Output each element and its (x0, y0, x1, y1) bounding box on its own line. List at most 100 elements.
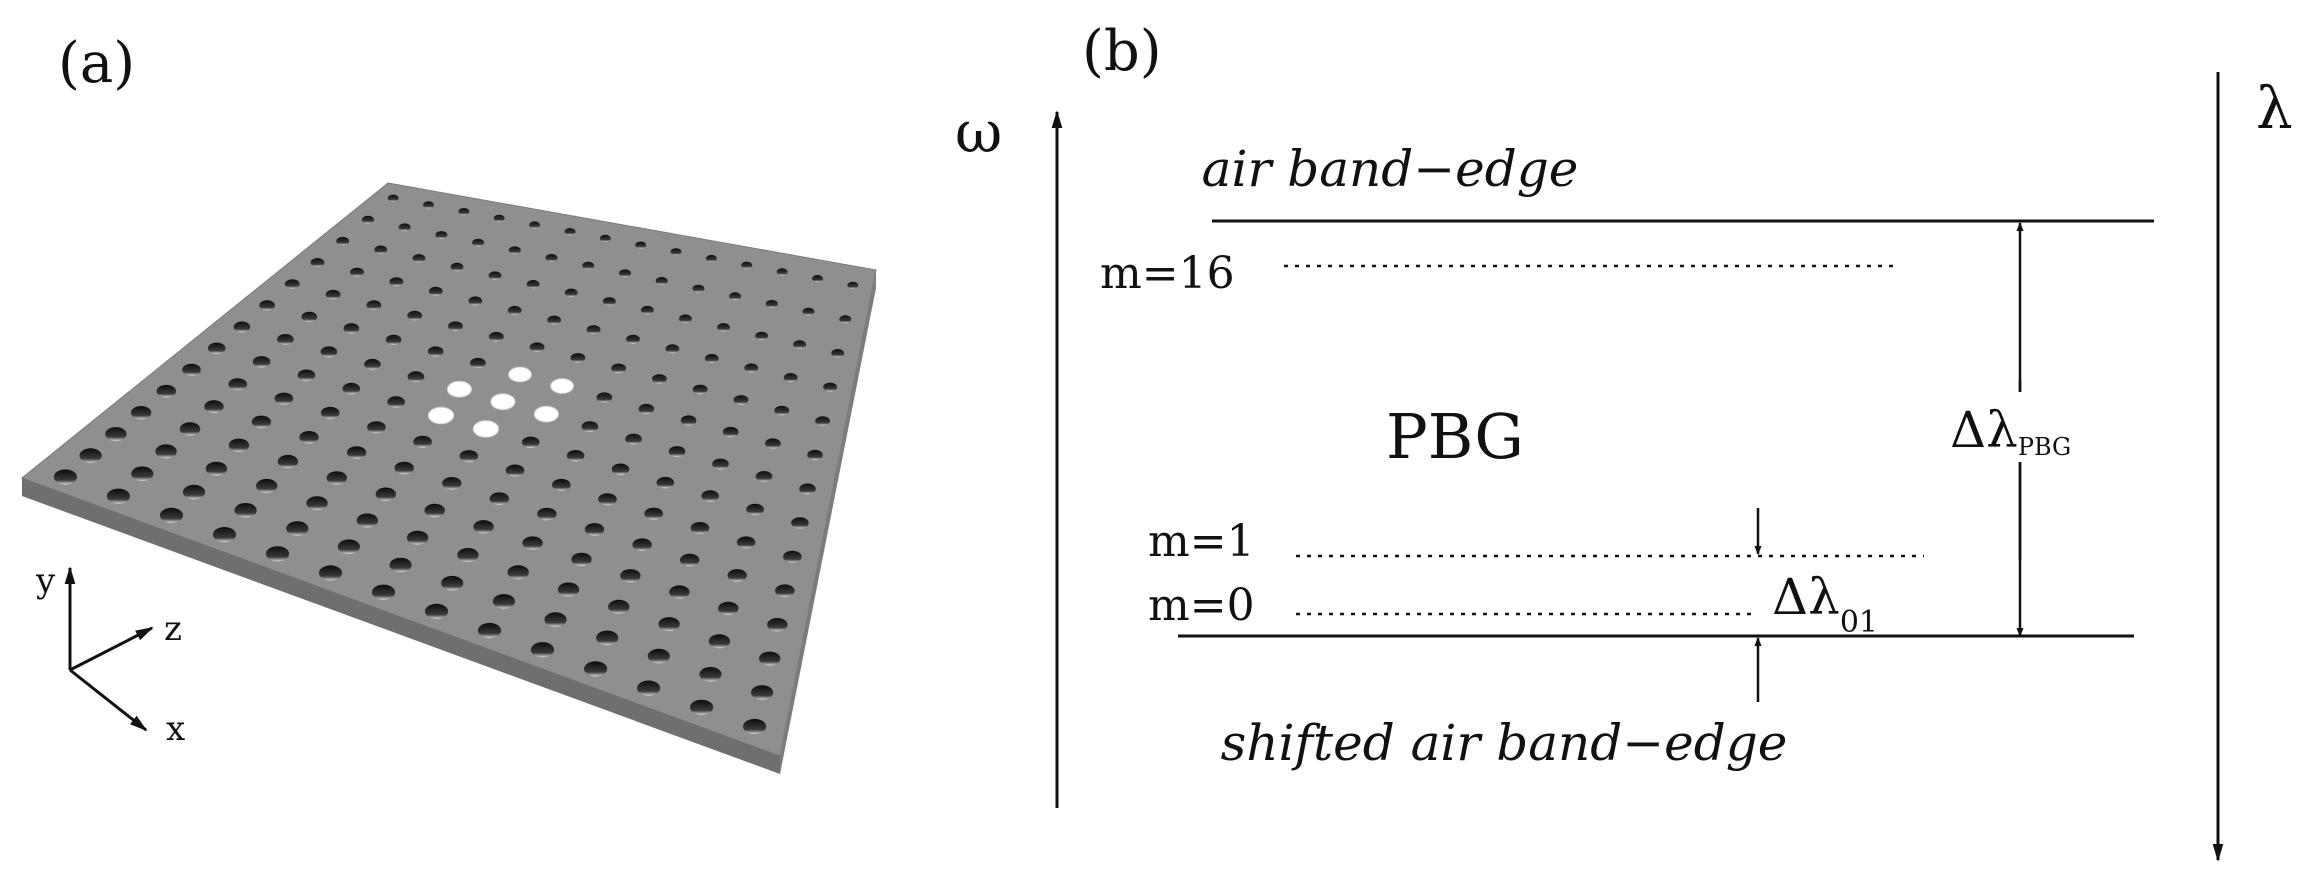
air-hole (182, 484, 206, 500)
air-hole (130, 406, 152, 420)
air-hole (252, 356, 271, 368)
air-hole (507, 305, 522, 315)
air-hole (79, 448, 102, 463)
air-hole (508, 246, 521, 255)
defect-hole (508, 366, 532, 383)
air-hole (374, 245, 388, 254)
air-hole (367, 421, 386, 434)
air-hole (470, 357, 486, 369)
defect-hole (550, 378, 574, 394)
air-hole (599, 234, 611, 242)
air-hole (705, 254, 717, 263)
air-hole (256, 478, 278, 493)
air-hole-lattice (53, 194, 859, 735)
air-hole (301, 311, 318, 322)
air-hole (207, 342, 226, 354)
air-hole (488, 331, 504, 342)
air-hole (564, 288, 578, 297)
air-hole (387, 194, 399, 202)
air-hole (619, 269, 631, 278)
air-hole (581, 421, 599, 432)
air-hole (552, 478, 571, 491)
air-hole (53, 469, 77, 485)
air-hole (598, 493, 617, 506)
z-axis-arrow (69, 626, 154, 672)
air-hole (492, 594, 515, 609)
air-hole (489, 492, 509, 506)
z-axis-label: z (164, 609, 182, 649)
air-hole (602, 297, 616, 306)
air-hole (277, 454, 299, 469)
air-hole (424, 503, 445, 518)
air-hole (259, 300, 275, 311)
air-hole (815, 416, 830, 426)
air-hole (640, 305, 654, 315)
air-hole (228, 438, 250, 452)
air-hole (459, 450, 479, 463)
air-hole (812, 275, 823, 283)
air-hole (356, 513, 378, 528)
air-hole (570, 353, 586, 363)
air-hole (106, 488, 130, 504)
air-hole (582, 261, 595, 270)
air-hole (566, 450, 585, 462)
defect-hole (446, 380, 472, 398)
air-hole (473, 520, 494, 534)
air-hole (472, 238, 485, 247)
air-hole (251, 415, 272, 429)
air-hole (234, 503, 257, 518)
air-hole (831, 349, 845, 358)
delta-lambda-pbg-label-bg (1942, 392, 2112, 462)
air-hole (765, 300, 778, 308)
air-hole (547, 315, 561, 325)
air-hole (325, 289, 341, 300)
air-hole (441, 575, 464, 591)
air-hole (751, 685, 774, 700)
shifted-air-band-edge-label: shifted air band−edge (1221, 714, 1788, 772)
air-hole (450, 262, 464, 272)
panel-b: (b) ω λ air band−edge m=16 PBG ΔλPBG m=1… (955, 19, 2293, 862)
air-hole (799, 483, 816, 495)
air-hole (375, 487, 396, 501)
air-hole (718, 601, 739, 616)
air-hole (584, 661, 608, 677)
air-hole (389, 277, 404, 287)
air-hole (783, 373, 798, 382)
air-hole (635, 241, 647, 249)
photonic-crystal-slab (20, 182, 877, 774)
air-hole (448, 321, 463, 332)
air-hole (423, 201, 434, 209)
air-hole (655, 277, 668, 285)
air-hole (701, 490, 719, 502)
air-hole (620, 569, 641, 583)
air-hole (658, 617, 680, 632)
air-hole (306, 496, 328, 511)
air-hole (337, 539, 360, 554)
air-hole (265, 546, 290, 562)
air-hole (727, 569, 747, 582)
air-hole (318, 565, 343, 581)
air-hole (427, 346, 444, 357)
air-hole (670, 248, 682, 256)
air-hole (387, 396, 405, 408)
air-hole (736, 536, 756, 549)
defect-hole (490, 393, 516, 411)
air-hole (424, 603, 449, 620)
x-axis-arrow (69, 668, 148, 732)
slab-front-face (22, 478, 780, 774)
air-hole (545, 254, 558, 262)
air-hole (435, 231, 448, 239)
air-hole (586, 325, 601, 335)
air-hole (746, 503, 764, 516)
air-hole (346, 446, 367, 459)
x-axis-label: x (166, 709, 185, 749)
panel-a: (a) y z x (20, 31, 877, 774)
air-hole (233, 321, 251, 333)
air-hole (699, 667, 722, 682)
air-hole (274, 392, 294, 405)
air-hole (398, 223, 411, 232)
air-hole (690, 522, 710, 534)
air-hole (389, 557, 412, 573)
air-hole (505, 464, 525, 477)
air-hole (320, 406, 340, 419)
